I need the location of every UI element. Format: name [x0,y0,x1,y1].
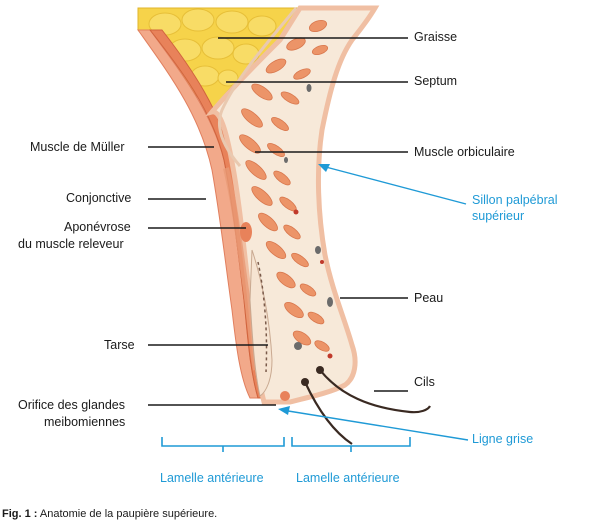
lamella-brackets [161,437,411,452]
label-sillon-line2: supérieur [472,209,525,223]
fat-lobules [148,8,277,87]
eyelash-2 [304,381,353,445]
caption-prefix: Fig. 1 : [2,508,38,520]
label-sillon-line1: Sillon palpébral [472,193,558,207]
label-conjonctive: Conjonctive [66,191,132,205]
label-septum: Septum [414,74,458,88]
aponeurosis-stripe [223,167,259,371]
label-aponevrose-line2: du muscle releveur [18,237,124,251]
label-lamelle-left: Lamelle antérieure [160,471,264,485]
red-vessels [293,209,333,359]
arrowhead-sillon [318,164,330,172]
label-orifice-line1: Orifice des glandes [18,398,126,412]
figure-caption: Fig. 1 : Anatomie de la paupière supérie… [2,508,217,520]
vessels [284,84,333,350]
label-lamelle-right: Lamelle antérieure [296,471,400,485]
label-cils: Cils [414,375,435,389]
label-aponevrose-line1: Aponévrose [64,220,131,234]
meibomian-gland [257,261,268,373]
septum-line [217,7,298,167]
label-ligne-grise: Ligne grise [472,432,534,446]
eyelash-1 [319,369,431,414]
label-muscle-orbiculaire: Muscle orbiculaire [414,145,515,159]
gland-orifice [280,391,290,401]
leader-lines [148,37,408,406]
label-peau: Peau [414,291,444,305]
label-orifice-line2: meibomiennes [44,415,126,429]
label-graisse: Graisse [414,30,458,44]
arrowhead-ligne [278,406,290,415]
caption-text: Anatomie de la paupière supérieure. [37,508,218,520]
blue-pointers [281,165,469,441]
label-tarse: Tarse [104,338,135,352]
label-muscle-muller: Muscle de Müller [30,140,125,154]
